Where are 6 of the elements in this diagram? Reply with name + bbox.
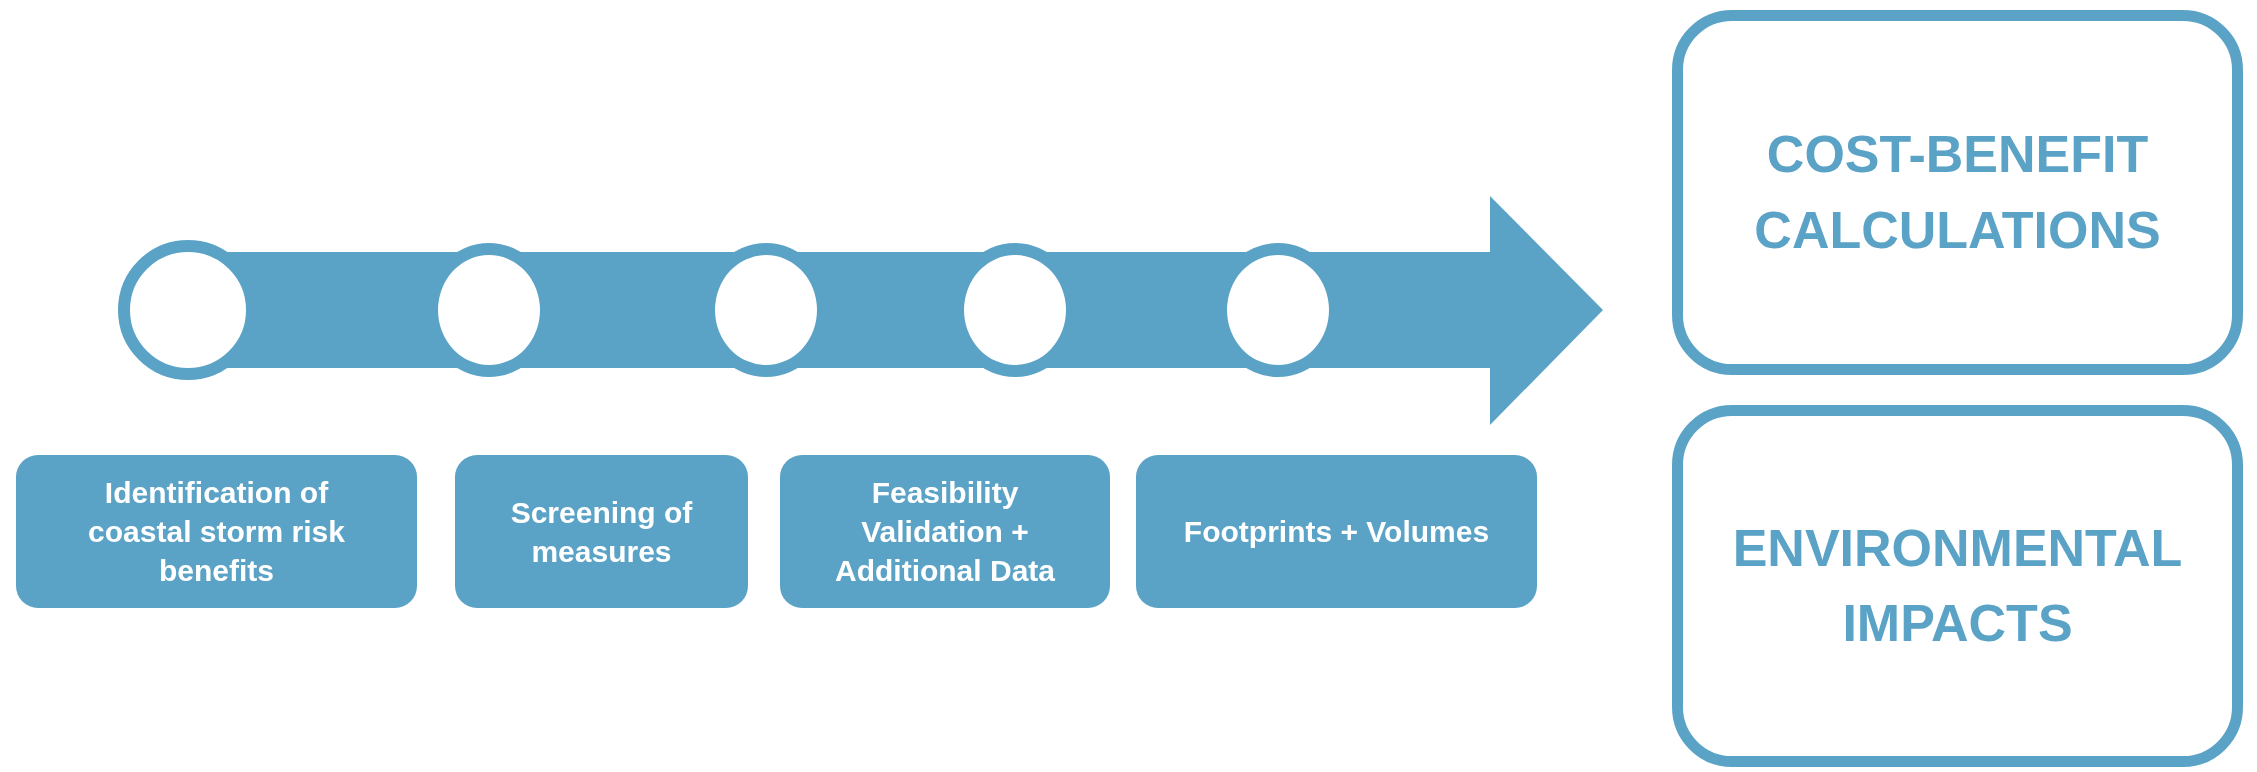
step-box: Identification of coastal storm risk benefits	[16, 455, 417, 608]
outcome-box: ENVIRONMENTAL IMPACTS	[1672, 405, 2243, 767]
step-box: Screening of measures	[455, 455, 748, 608]
step-box: Feasibility Validation + Additional Data	[780, 455, 1110, 608]
outcome-box: COST-BENEFIT CALCULATIONS	[1672, 10, 2243, 375]
step-box: Footprints + Volumes	[1136, 455, 1537, 608]
